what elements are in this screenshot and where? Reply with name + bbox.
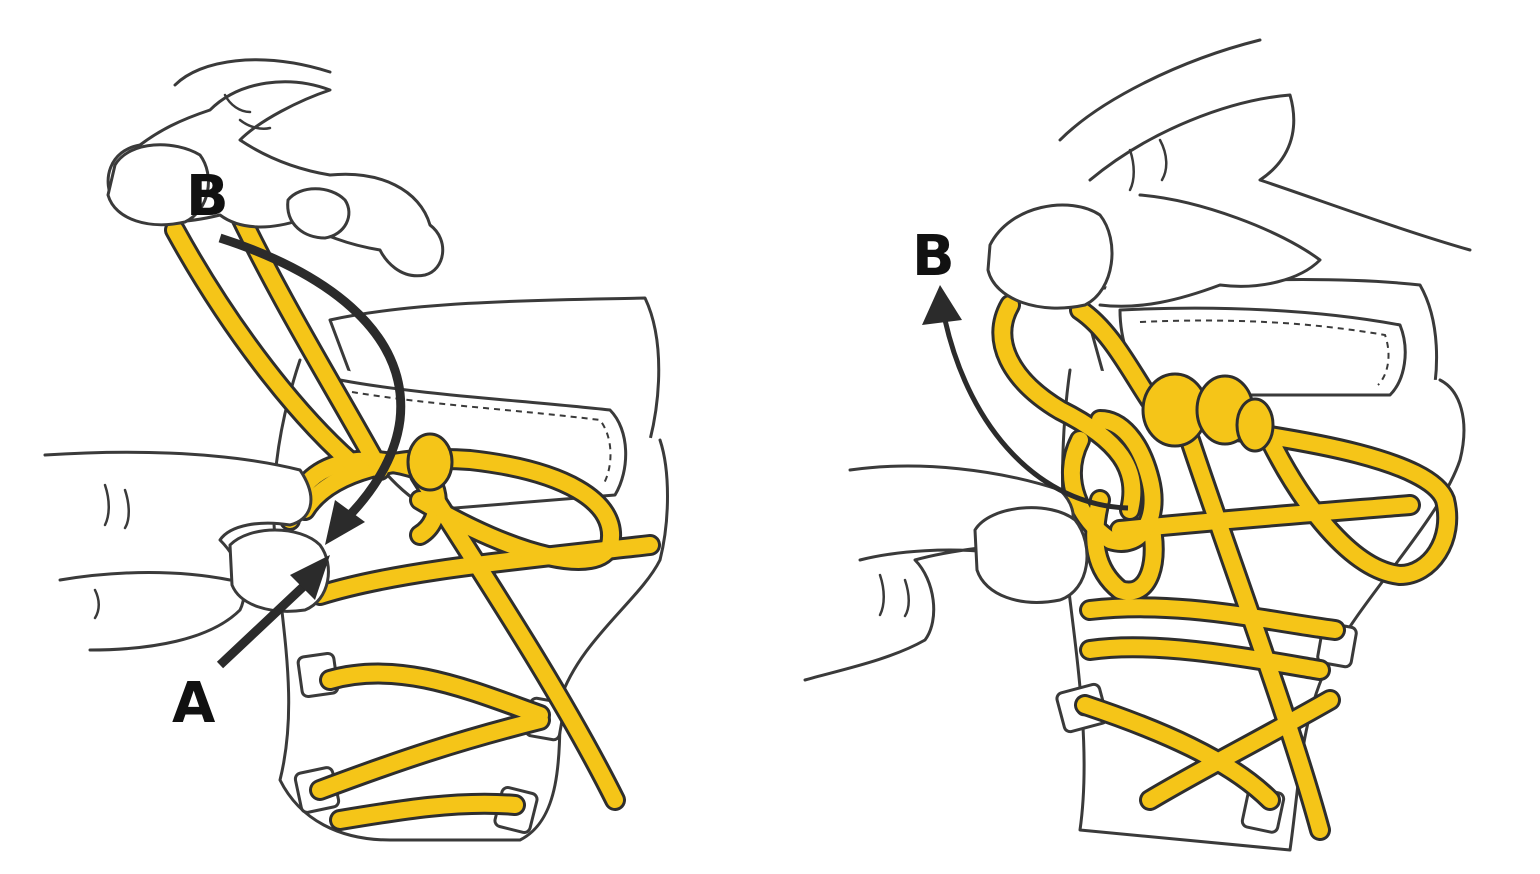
left-lower-hand <box>43 450 313 652</box>
right-arrow-b-curve <box>942 319 1129 511</box>
right-stitch-line <box>1139 319 1390 386</box>
right-arrow-b-head <box>922 285 962 325</box>
left-arrow-b-head <box>325 500 365 545</box>
left-knot <box>406 432 454 492</box>
left-upper-hand-knuckle <box>286 187 351 240</box>
left-stitch-line <box>351 391 612 486</box>
label-b-right: B <box>912 224 955 289</box>
right-lower-hand-thumb <box>973 506 1089 604</box>
left-arrow-b-curve <box>218 233 406 524</box>
right-laces <box>991 294 1459 841</box>
left-upper-hand-thumb <box>106 143 210 227</box>
left-panel: A B <box>43 58 669 842</box>
left-arrow-a-head <box>290 555 330 600</box>
label-b-left: B <box>186 164 229 229</box>
right-upper-hand-thumb <box>986 203 1114 310</box>
right-panel: B <box>803 38 1472 852</box>
right-knot-3 <box>1235 397 1275 453</box>
right-upper-hand <box>1058 38 1472 308</box>
label-a-left: A <box>172 671 216 736</box>
left-arrow-a-line <box>216 581 309 669</box>
left-laces <box>164 194 661 831</box>
